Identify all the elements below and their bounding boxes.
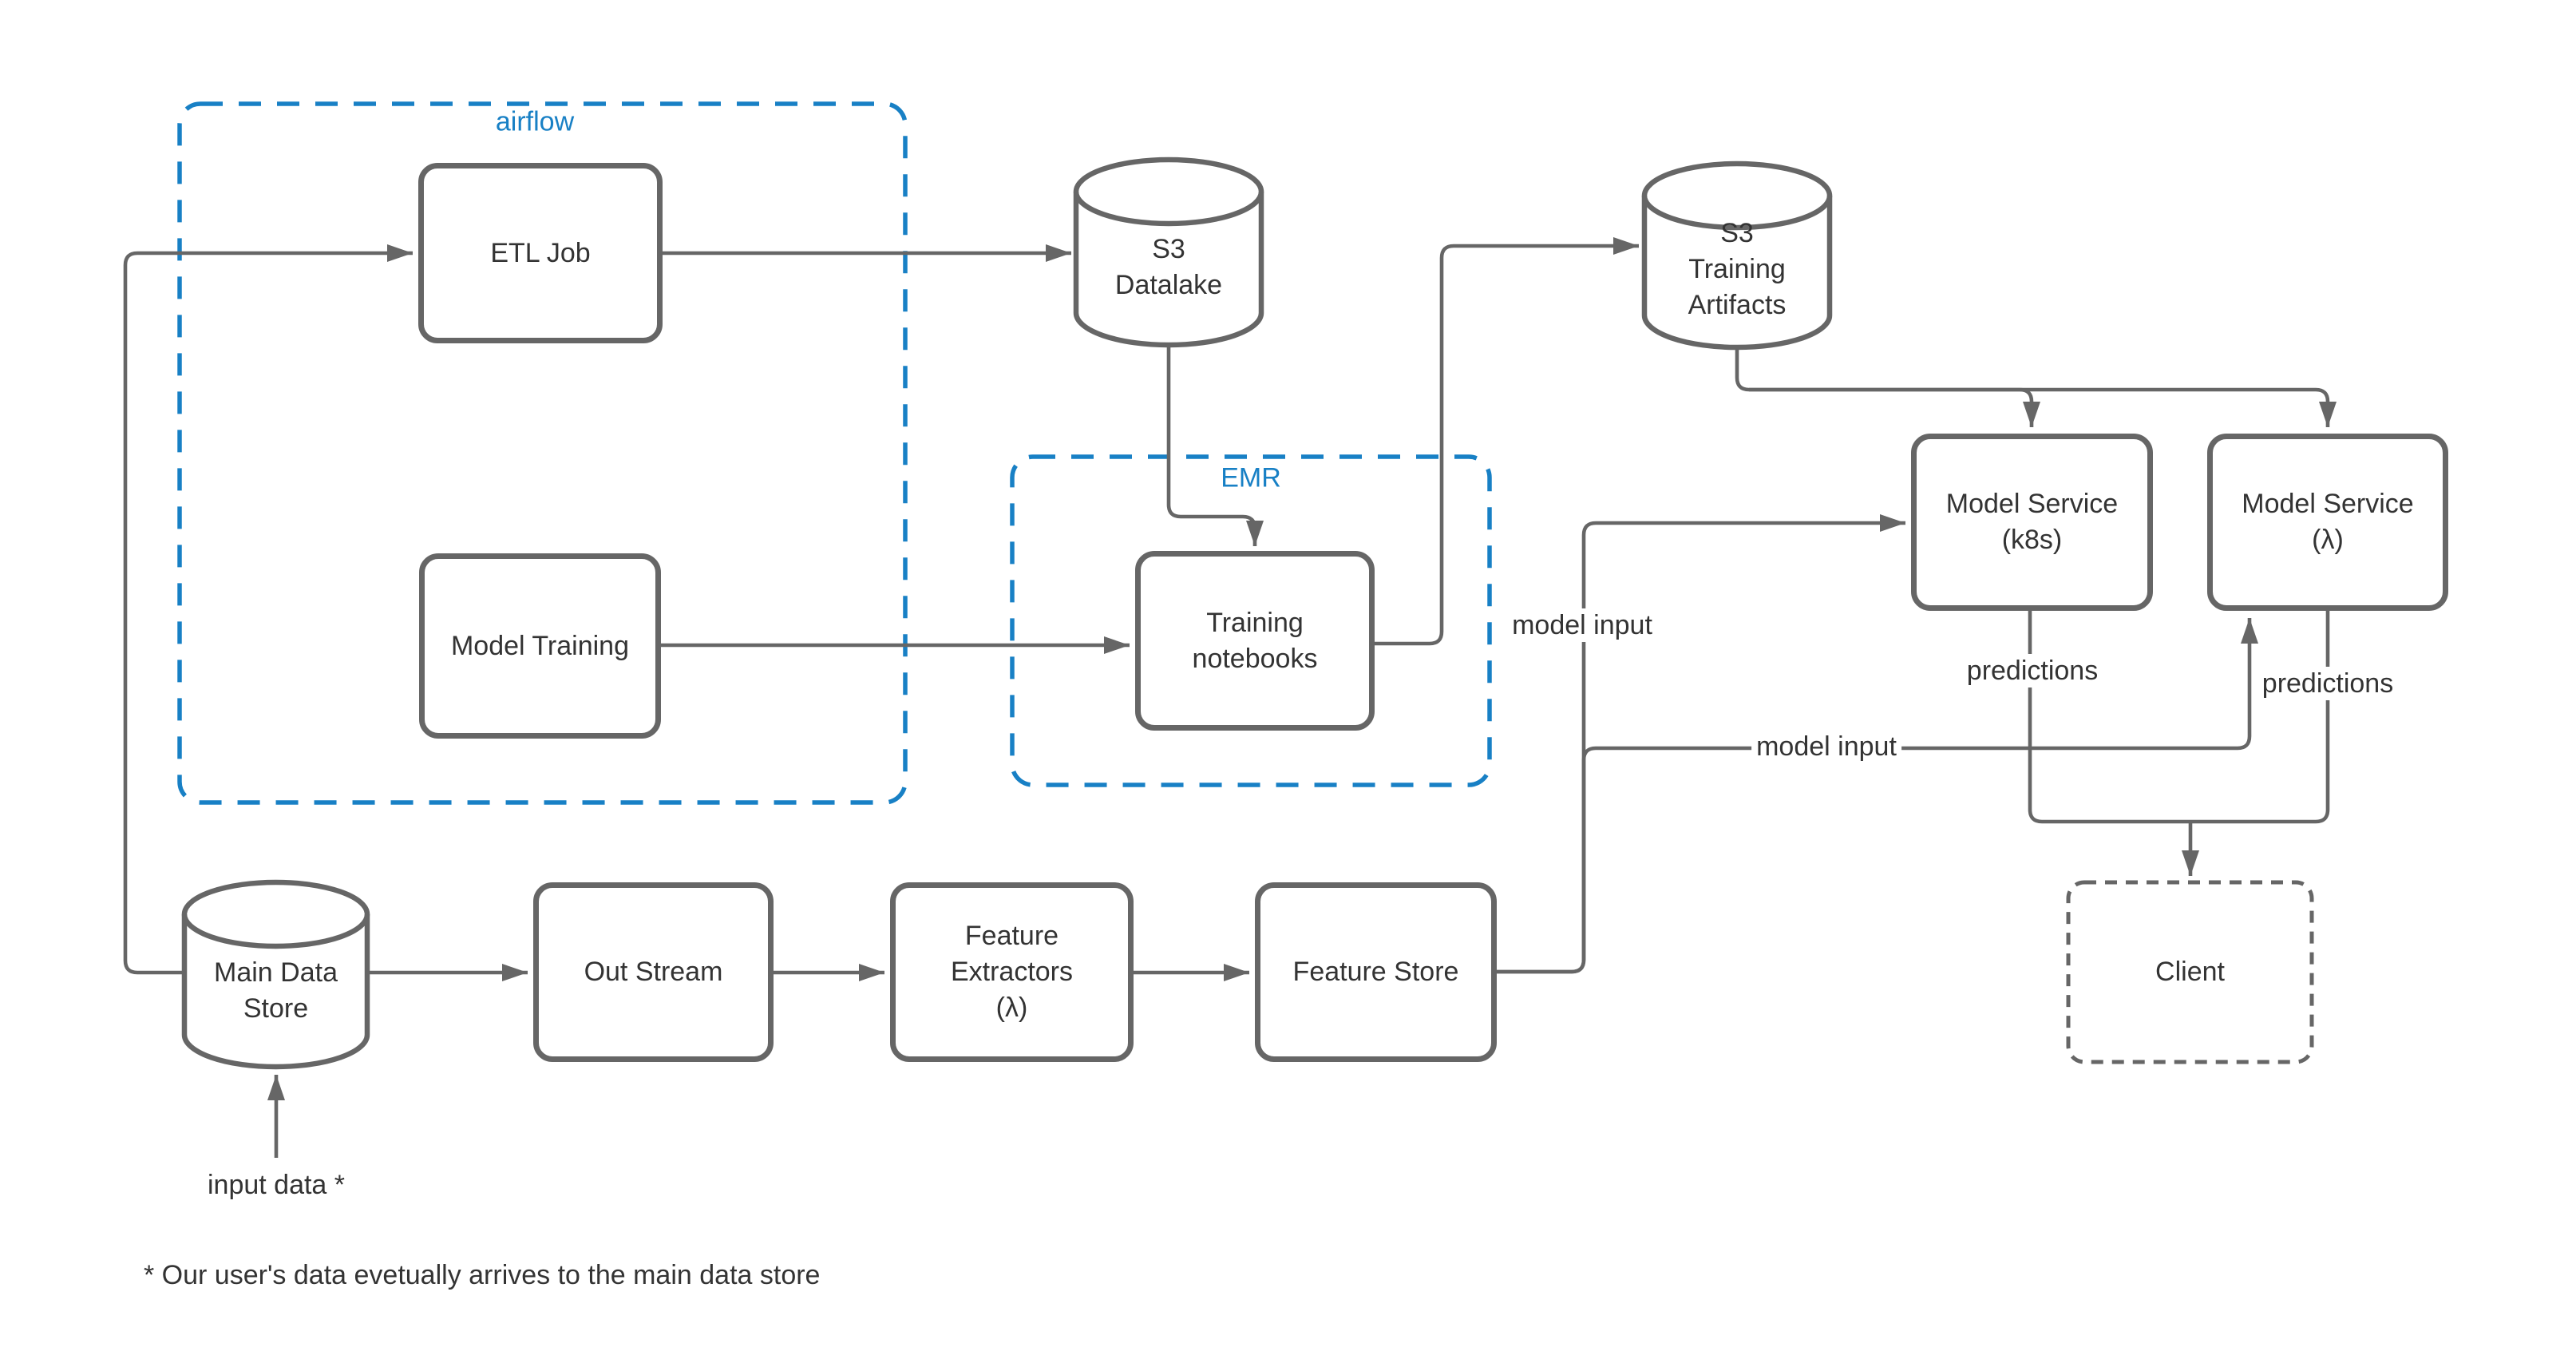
footnote-text: * Our user's data evetually arrives to t… [144,1260,821,1290]
airflow-group-box [177,101,908,805]
emr-group-label: EMR [1221,462,1281,493]
edge-feature-store-to-model-service-lambda [1497,618,2258,974]
s3-datalake-label: S3 Datalake [1114,234,1223,300]
model-training-node: Model Training [419,553,661,739]
edge-training-notebooks-to-s3-training-artifacts [1375,237,1639,646]
edge-main-data-store-to-etl-job [123,244,413,975]
main-data-store-cylinder [181,879,370,1070]
training-notebooks-node: Training notebooks [1135,551,1375,731]
input-data-edge-label: input data * [202,1168,350,1202]
model-service-lambda-label: Model Service (λ) [2242,489,2414,555]
feature-extractors-label: Feature Extractors (λ) [950,921,1074,1023]
predictions-k8s-edge-label: predictions [1961,654,2103,687]
edge-model-service-k8s-predictions [2028,611,2190,824]
model-input-lambda-edge-label: model input [1751,730,1901,763]
predictions-lambda-edge-label: predictions [2257,667,2399,700]
feature-store-node: Feature Store [1255,882,1497,1062]
out-stream-label: Out Stream [584,957,723,987]
model-input-k8s-edge-label: model input [1507,608,1657,642]
emr-group-box [1010,454,1492,787]
client-box [2066,880,2314,1064]
client-label: Client [2155,957,2225,987]
out-stream-node: Out Stream [533,882,774,1062]
feature-extractors-node: Feature Extractors (λ) [890,882,1134,1062]
edge-s3-training-artifacts-to-model-service-k8s [1735,347,2040,427]
model-training-label: Model Training [450,630,629,661]
model-service-k8s-label: Model Service (k8s) [1945,489,2119,555]
training-notebooks-label: Training notebooks [1192,607,1318,674]
model-service-k8s-node: Model Service (k8s) [1911,434,2153,611]
edge-s3-training-artifacts-to-model-service-lambda [1749,387,2337,427]
edge-s3-datalake-to-training-notebooks [1166,345,1264,546]
s3-training-artifacts-cylinder-lip [1641,195,1833,231]
s3-training-artifacts-cylinder [1641,160,1833,351]
airflow-group-label: airflow [495,106,575,137]
s3-training-artifacts-label: S3 Training Artifacts [1688,217,1787,320]
etl-job-node: ETL Job [418,163,663,343]
main-data-store-cylinder-lip [181,913,370,949]
model-service-lambda-node: Model Service (λ) [2207,434,2448,611]
s3-datalake-cylinder-lip [1073,191,1264,227]
edge-model-service-lambda-predictions [2190,611,2330,824]
main-data-store-label: Main Data Store [214,957,338,1024]
feature-store-label: Feature Store [1292,957,1459,987]
etl-job-label: ETL Job [490,237,591,268]
s3-datalake-cylinder [1073,157,1264,348]
